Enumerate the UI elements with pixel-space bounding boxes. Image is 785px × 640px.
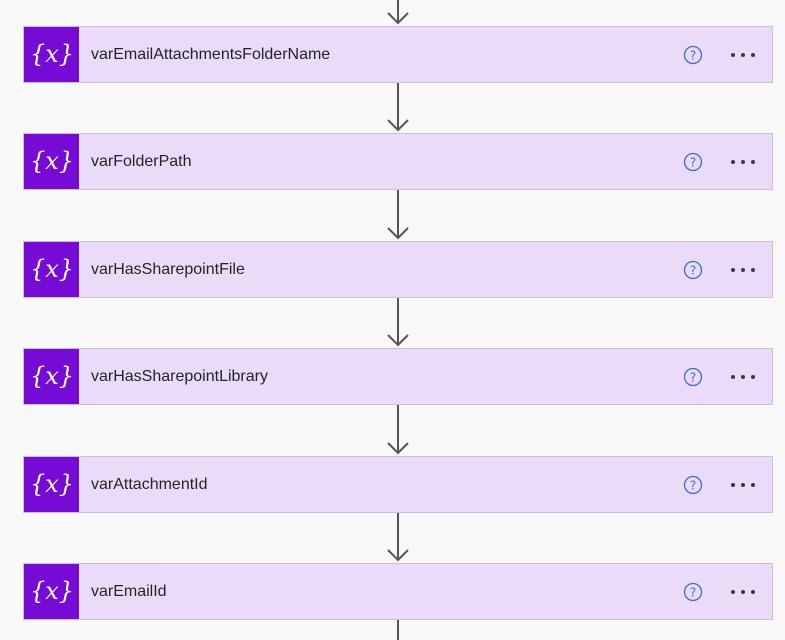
help-circle-icon: ? xyxy=(683,475,703,494)
help-circle-icon: ? xyxy=(683,260,703,279)
flow-connector xyxy=(385,405,411,456)
variable-icon: {x} xyxy=(24,134,79,189)
more-options-icon xyxy=(731,267,755,272)
more-options-icon xyxy=(731,52,755,57)
help-circle-icon: ? xyxy=(683,45,703,64)
svg-text:?: ? xyxy=(690,478,696,492)
down-arrow-icon xyxy=(387,405,409,455)
more-options-button[interactable] xyxy=(727,365,759,389)
help-button[interactable]: ? xyxy=(683,367,703,387)
step-title: varHasSharepointLibrary xyxy=(91,367,268,385)
down-arrow-icon xyxy=(387,83,409,132)
more-options-button[interactable] xyxy=(727,580,759,604)
down-arrow-icon xyxy=(387,190,409,240)
variable-icon: {x} xyxy=(24,349,79,404)
flow-connector xyxy=(385,83,411,133)
svg-text:{x}: {x} xyxy=(32,470,72,498)
help-button[interactable]: ? xyxy=(683,582,703,602)
svg-text:?: ? xyxy=(690,585,696,599)
more-options-icon xyxy=(731,159,755,164)
help-button[interactable]: ? xyxy=(683,45,703,65)
help-circle-icon: ? xyxy=(683,152,703,171)
help-circle-icon: ? xyxy=(683,582,703,601)
more-options-icon xyxy=(731,482,755,487)
svg-text:{x}: {x} xyxy=(32,362,72,390)
help-button[interactable]: ? xyxy=(683,475,703,495)
svg-text:{x}: {x} xyxy=(32,147,72,175)
svg-text:?: ? xyxy=(690,370,696,384)
step-title: varEmailId xyxy=(91,582,167,600)
step-title: varHasSharepointFile xyxy=(91,260,245,278)
svg-text:?: ? xyxy=(690,48,696,62)
flow-connector xyxy=(385,190,411,241)
step-title: varFolderPath xyxy=(91,152,192,170)
down-arrow-icon xyxy=(387,0,409,25)
flow-connector xyxy=(385,620,411,640)
flow-connector xyxy=(385,0,411,26)
down-arrow-icon xyxy=(387,298,409,347)
flow-step-card[interactable]: {x} varEmailAttachmentsFolderName ? xyxy=(23,26,773,83)
svg-text:?: ? xyxy=(690,263,696,277)
flow-connector xyxy=(385,298,411,348)
more-options-button[interactable] xyxy=(727,258,759,282)
more-options-button[interactable] xyxy=(727,43,759,67)
variable-icon: {x} xyxy=(24,457,79,512)
help-circle-icon: ? xyxy=(683,367,703,386)
variable-icon: {x} xyxy=(24,27,79,82)
variable-icon: {x} xyxy=(24,564,79,619)
svg-text:{x}: {x} xyxy=(32,577,72,605)
flow-step-card[interactable]: {x} varEmailId ? xyxy=(23,563,773,620)
svg-text:{x}: {x} xyxy=(32,255,72,283)
more-options-button[interactable] xyxy=(727,473,759,497)
step-title: varAttachmentId xyxy=(91,475,208,493)
variable-icon: {x} xyxy=(24,242,79,297)
svg-text:?: ? xyxy=(690,155,696,169)
more-options-icon xyxy=(731,374,755,379)
more-options-button[interactable] xyxy=(727,150,759,174)
step-title: varEmailAttachmentsFolderName xyxy=(91,45,331,63)
flow-step-card[interactable]: {x} varHasSharepointLibrary ? xyxy=(23,348,773,405)
svg-text:{x}: {x} xyxy=(32,40,72,68)
flow-step-card[interactable]: {x} varHasSharepointFile ? xyxy=(23,241,773,298)
flow-step-card[interactable]: {x} varFolderPath ? xyxy=(23,133,773,190)
connector-line-icon xyxy=(397,620,399,640)
down-arrow-icon xyxy=(387,513,409,562)
flow-connector xyxy=(385,513,411,563)
flow-step-card[interactable]: {x} varAttachmentId ? xyxy=(23,456,773,513)
more-options-icon xyxy=(731,589,755,594)
help-button[interactable]: ? xyxy=(683,152,703,172)
help-button[interactable]: ? xyxy=(683,260,703,280)
